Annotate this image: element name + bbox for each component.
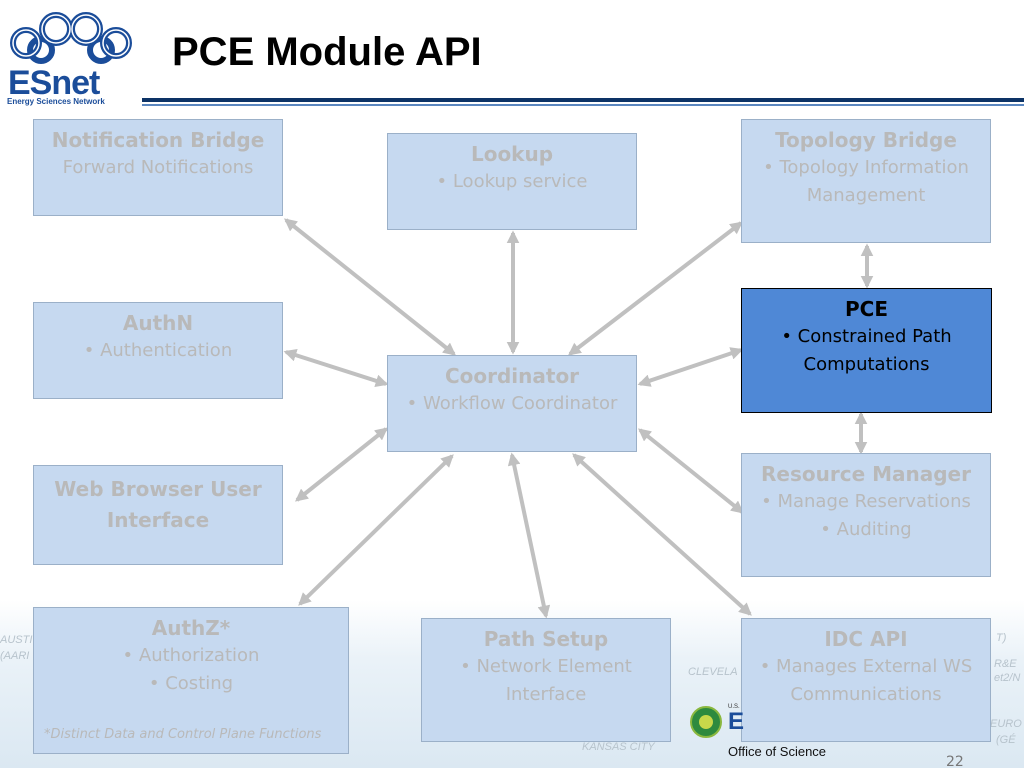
map-label: KANSAS CITY	[582, 741, 655, 753]
arrow-pce-coordinator	[637, 347, 744, 387]
lookup-box: Lookup • Lookup service	[387, 133, 637, 230]
footnote: *Distinct Data and Control Plane Functio…	[44, 727, 322, 742]
resource-manager-box: Resource Manager • Manage Reservations •…	[741, 453, 991, 577]
arrow-resource-coordinator	[638, 428, 744, 514]
authz-box: AuthZ* • Authorization • Costing	[33, 607, 349, 754]
arrow-idc-coordinator	[572, 453, 752, 616]
box-line: Interface	[505, 684, 587, 705]
doe-seal-icon	[690, 706, 722, 738]
box-heading: Notification Bridge	[51, 128, 265, 152]
map-label: AUSTI	[0, 634, 33, 646]
box-heading: Web Browser User	[54, 477, 262, 501]
logo-subtitle: Energy Sciences Network	[7, 97, 105, 106]
map-label: EURO	[990, 718, 1022, 730]
pce-box: PCE • Constrained Path Computations	[741, 288, 992, 413]
arrow-topology-coordinator	[567, 221, 744, 356]
box-line: • Costing	[148, 673, 234, 694]
box-line: • Network Element	[460, 656, 632, 677]
box-heading: Topology Bridge	[775, 128, 957, 152]
arrow-notification-coordinator	[283, 218, 457, 356]
map-label: CLEVELA	[688, 666, 738, 678]
esnet-rings-icon	[10, 12, 132, 64]
arrow-web-coordinator	[294, 427, 389, 502]
coordinator-box: Coordinator • Workflow Coordinator	[387, 355, 637, 452]
web-browser-ui-box: Web Browser User Interface	[33, 465, 283, 565]
notification-bridge-box: Notification Bridge Forward Notification…	[33, 119, 283, 216]
box-line: • Authentication	[83, 340, 233, 361]
arrow-pathsetup-coordinator	[507, 452, 551, 619]
box-line: • Manages External WS	[759, 656, 973, 677]
box-heading: Path Setup	[483, 627, 609, 651]
box-line: Computations	[803, 354, 930, 375]
logo-wordmark: ESnet	[8, 64, 100, 102]
title-rule-thin	[142, 104, 1024, 106]
box-line: Management	[806, 185, 926, 206]
title-rule	[142, 98, 1024, 102]
doe-us-label: U.S.	[728, 704, 740, 710]
authn-box: AuthN • Authentication	[33, 302, 283, 399]
map-label: T)	[996, 632, 1007, 644]
box-heading: Coordinator	[444, 364, 580, 388]
map-label: R&E	[994, 658, 1017, 670]
box-line: • Lookup service	[436, 171, 588, 192]
arrow-authz-coordinator	[298, 454, 454, 606]
idc-api-box: IDC API • Manages External WS Communicat…	[741, 618, 991, 742]
box-heading: Lookup	[470, 142, 554, 166]
map-label: (AARI	[0, 650, 30, 662]
box-line: • Authorization	[122, 645, 260, 666]
box-line: Forward Notifications	[62, 157, 254, 178]
box-line: • Constrained Path	[781, 326, 952, 347]
box-heading: Interface	[106, 508, 210, 532]
page-number: 22	[946, 754, 964, 768]
box-line: • Topology Information	[763, 157, 969, 178]
box-line: • Workflow Coordinator	[406, 393, 618, 414]
box-heading: AuthN	[122, 311, 194, 335]
path-setup-box: Path Setup • Network Element Interface	[421, 618, 671, 742]
box-heading: IDC API	[824, 627, 908, 651]
doe-office-label: Office of Science	[728, 744, 827, 759]
box-line: • Auditing	[820, 519, 912, 540]
map-label: (GÉ	[996, 734, 1016, 746]
page-title: PCE Module API	[172, 30, 482, 74]
box-heading: AuthZ*	[151, 616, 231, 640]
doe-mark-icon: E	[728, 708, 745, 735]
map-label: et2/N	[994, 672, 1021, 684]
arrow-authn-coordinator	[283, 349, 389, 387]
box-line: • Manage Reservations	[761, 491, 971, 512]
topology-bridge-box: Topology Bridge • Topology Information M…	[741, 119, 991, 243]
box-heading: Resource Manager	[761, 462, 971, 486]
box-line: Communications	[790, 684, 942, 705]
box-heading: PCE	[845, 297, 888, 321]
